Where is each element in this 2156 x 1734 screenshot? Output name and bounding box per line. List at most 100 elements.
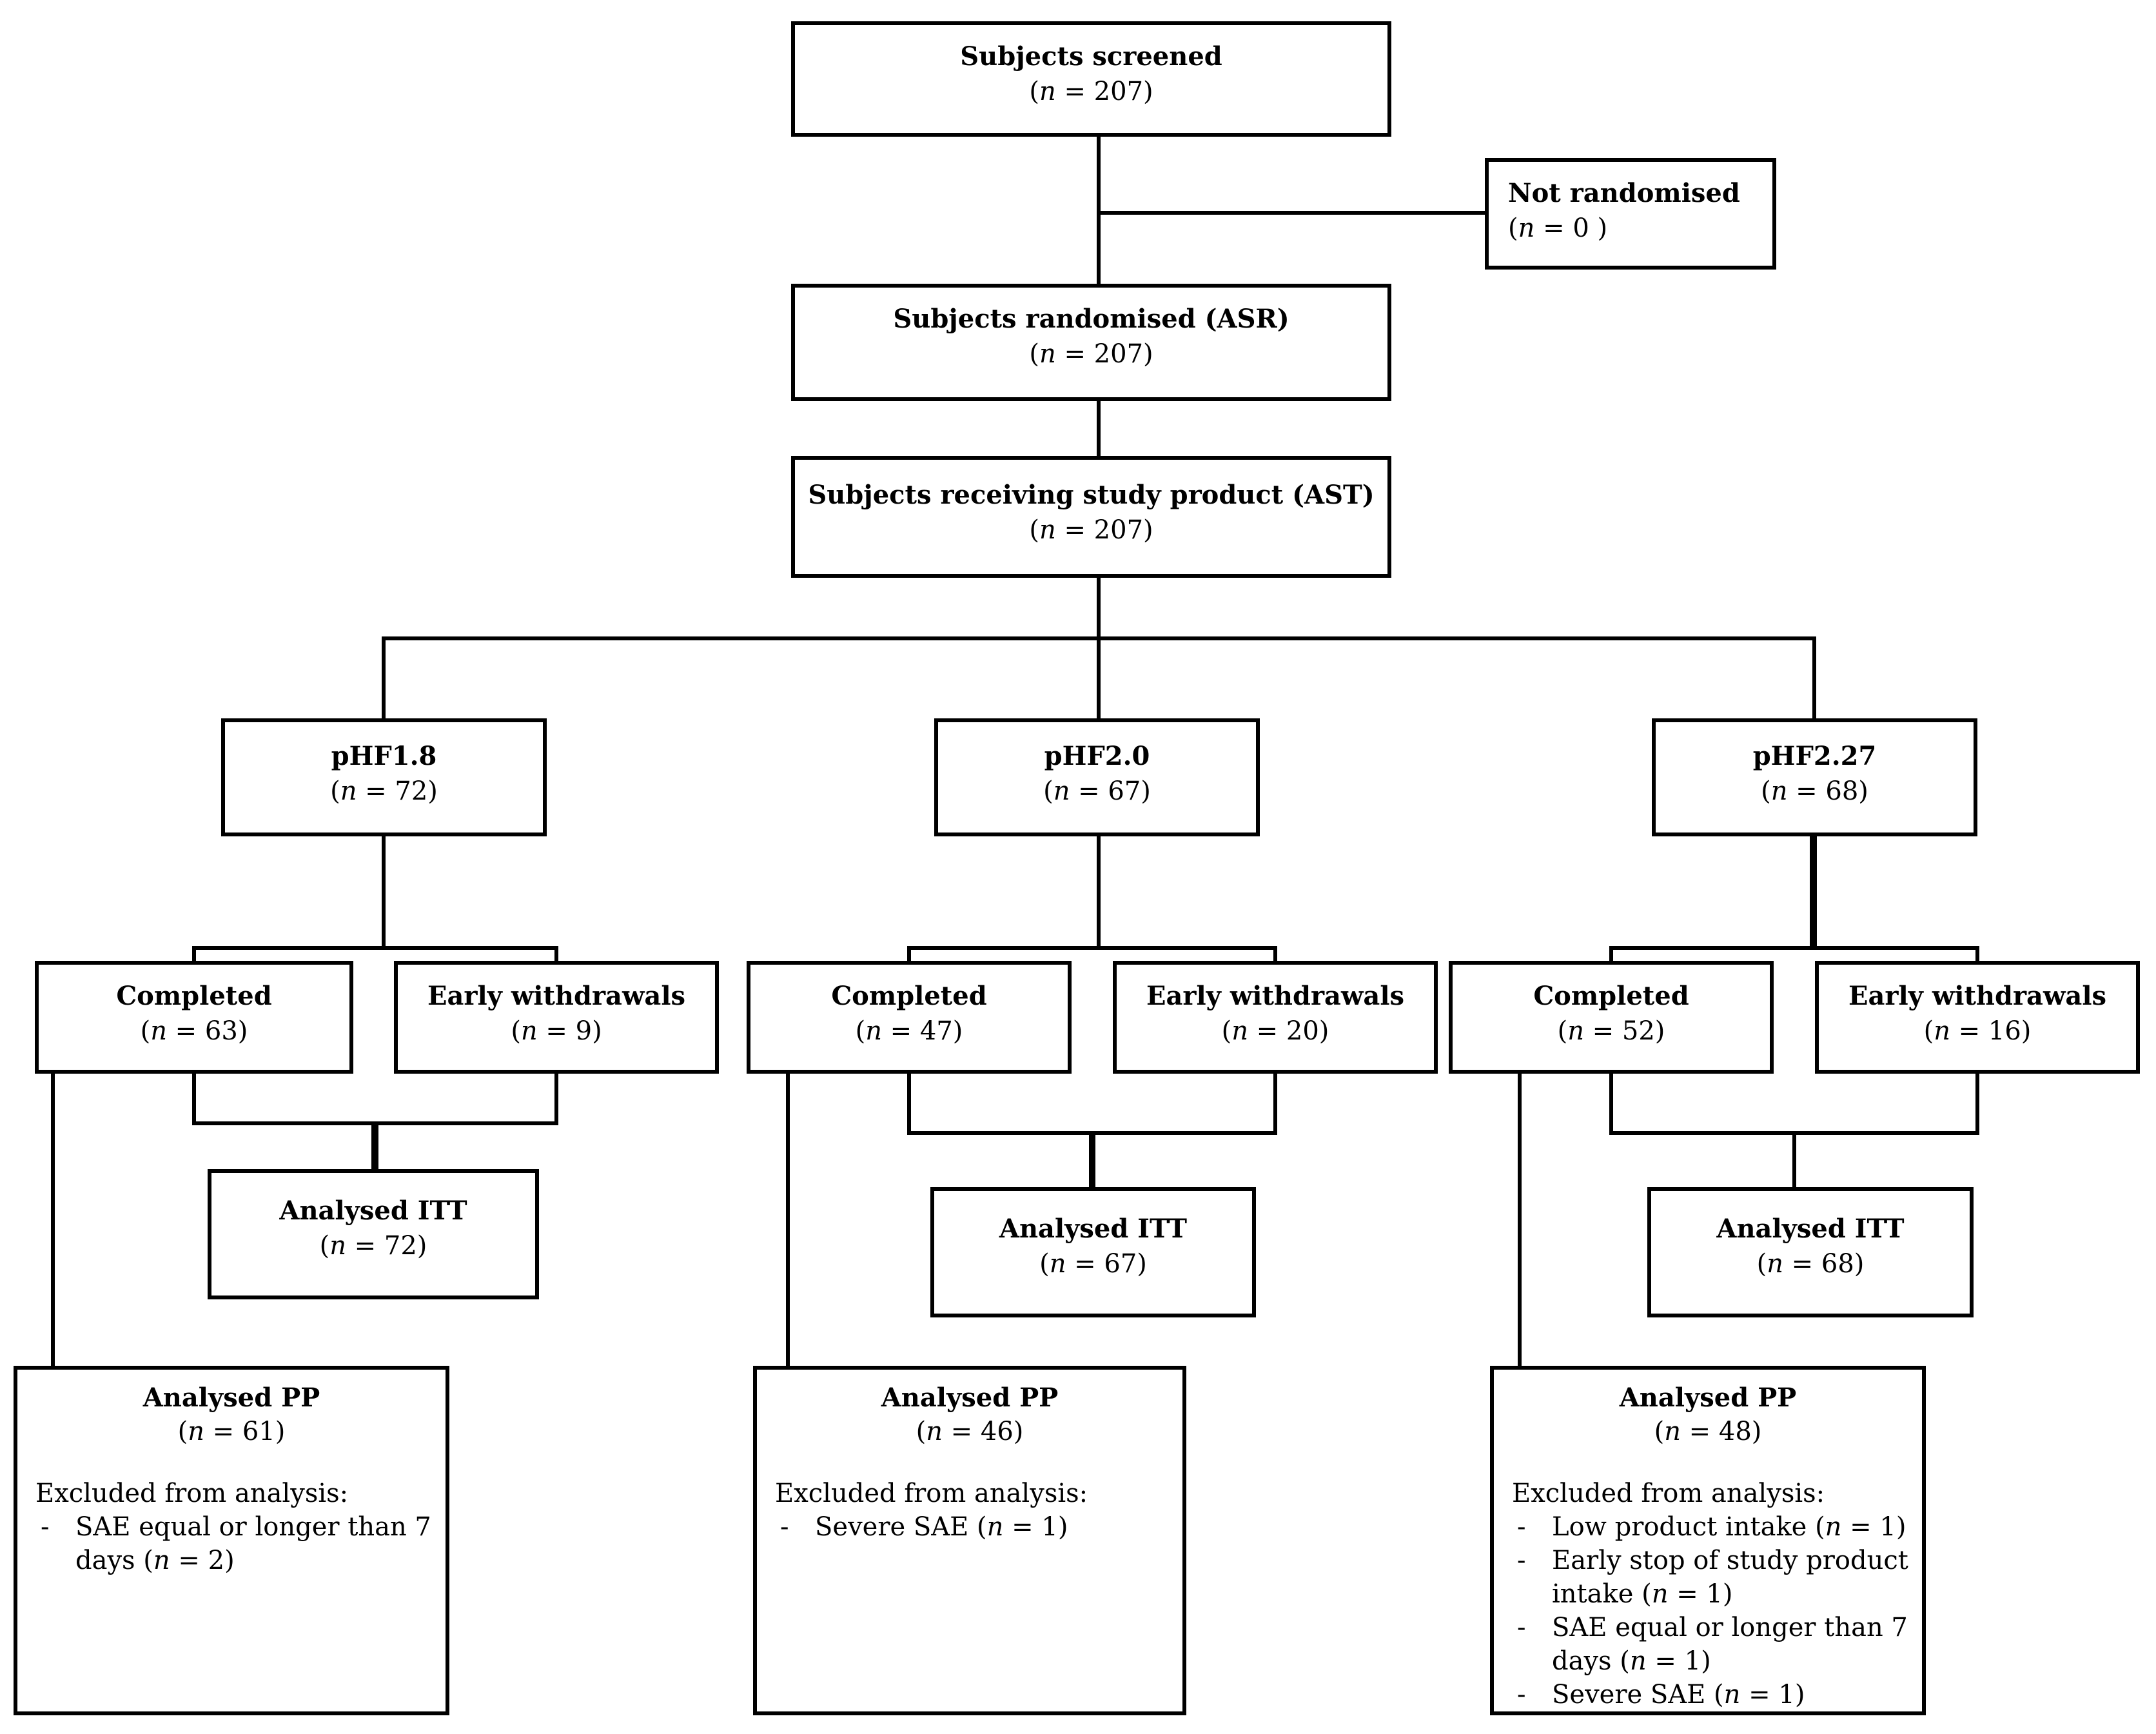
connector-line (1609, 948, 1613, 962)
arm3-early-box: Early withdrawals (n = 16) (1815, 961, 2140, 1074)
arm2-itt-n: (n = 67) (1039, 1249, 1147, 1279)
connector-line (1089, 1135, 1095, 1188)
connector-line (51, 1074, 55, 1366)
connector-line (192, 948, 196, 962)
arm-phf20-box: pHF2.0 (n = 67) (934, 718, 1260, 836)
arm3-itt-title: Analysed ITT (1716, 1214, 1905, 1244)
arm-phf18-box: pHF1.8 (n = 72) (221, 718, 547, 836)
arm-phf18-title: pHF1.8 (331, 741, 437, 771)
connector-line (1609, 946, 1979, 950)
arm1-pp-exclusions: SAE equal or longer than 7 days (n = 2) (17, 1510, 446, 1577)
connector-line (554, 948, 558, 962)
arm3-pp-title: Analysed PP (1619, 1383, 1797, 1413)
exclusion-item: SAE equal or longer than 7 days (n = 1) (1512, 1611, 1913, 1678)
arm-phf227-title: pHF2.27 (1752, 741, 1877, 771)
connector-line (1810, 836, 1817, 950)
arm2-pp-exclusions: Severe SAE (n = 1) (757, 1510, 1182, 1544)
connector-line (371, 1125, 378, 1170)
arm3-early-title: Early withdrawals (1848, 981, 2107, 1011)
arm1-early-title: Early withdrawals (427, 981, 686, 1011)
arm-phf18-n: (n = 72) (330, 776, 438, 806)
arm3-pp-excluded-label: Excluded from analysis: (1512, 1479, 1825, 1508)
arm2-pp-excluded-label: Excluded from analysis: (775, 1479, 1088, 1508)
arm2-early-title: Early withdrawals (1146, 981, 1405, 1011)
connector-line (1097, 836, 1101, 950)
arm3-pp-box: Analysed PP (n = 48) Excluded from analy… (1490, 1366, 1926, 1715)
connector-line (1097, 137, 1101, 284)
connector-line (1097, 401, 1101, 456)
connector-line (1097, 578, 1101, 638)
connector-line (192, 1074, 196, 1125)
arm1-pp-n: (n = 61) (177, 1417, 286, 1446)
connector-line (1609, 1074, 1613, 1135)
connector-line (1097, 211, 1485, 215)
arm-phf20-n: (n = 67) (1043, 776, 1151, 806)
subjects-receiving-n: (n = 207) (1029, 515, 1153, 545)
subjects-screened-n: (n = 207) (1029, 77, 1153, 106)
exclusion-item: Severe SAE (n = 1) (1512, 1678, 1913, 1711)
exclusion-item: Low product intake (n = 1) (1512, 1510, 1913, 1544)
arm3-pp-exclusions: Low product intake (n = 1)Early stop of … (1494, 1510, 1922, 1711)
arm3-itt-n: (n = 68) (1756, 1249, 1865, 1279)
arm1-itt-title: Analysed ITT (279, 1196, 467, 1226)
arm1-completed-n: (n = 63) (140, 1016, 248, 1046)
arm-phf20-title: pHF2.0 (1044, 741, 1150, 771)
connector-line (382, 836, 386, 950)
arm1-completed-title: Completed (116, 981, 272, 1011)
subjects-receiving-box: Subjects receiving study product (AST) (… (791, 456, 1391, 578)
arm3-completed-title: Completed (1533, 981, 1689, 1011)
connector-line (1975, 948, 1979, 962)
connector-line (786, 1074, 790, 1366)
connector-line (1975, 1074, 1979, 1135)
exclusion-item: SAE equal or longer than 7 days (n = 2) (35, 1510, 436, 1577)
connector-line (907, 1131, 1277, 1135)
arm1-early-n: (n = 9) (511, 1016, 602, 1046)
connector-line (1097, 638, 1101, 718)
arm1-early-box: Early withdrawals (n = 9) (394, 961, 719, 1074)
exclusion-item: Severe SAE (n = 1) (775, 1510, 1173, 1544)
connector-line (1518, 1074, 1522, 1366)
connector-line (192, 1121, 558, 1125)
arm2-itt-title: Analysed ITT (999, 1214, 1188, 1244)
connector-line (907, 948, 911, 962)
arm2-early-n: (n = 20) (1221, 1016, 1329, 1046)
arm2-pp-box: Analysed PP (n = 46) Excluded from analy… (753, 1366, 1186, 1715)
arm2-itt-box: Analysed ITT (n = 67) (930, 1187, 1256, 1317)
subjects-randomised-n: (n = 207) (1029, 339, 1153, 369)
arm1-itt-n: (n = 72) (319, 1231, 427, 1261)
not-randomised-box: Not randomised (n = 0 ) (1485, 158, 1776, 270)
arm3-completed-n: (n = 52) (1557, 1016, 1665, 1046)
arm1-pp-excluded-label: Excluded from analysis: (35, 1479, 349, 1508)
arm2-pp-title: Analysed PP (881, 1383, 1059, 1413)
subjects-randomised-box: Subjects randomised (ASR) (n = 207) (791, 284, 1391, 401)
connector-line (554, 1074, 558, 1125)
arm2-pp-n: (n = 46) (916, 1417, 1024, 1446)
connector-line (1273, 948, 1277, 962)
arm-phf227-n: (n = 68) (1761, 776, 1868, 806)
arm1-completed-box: Completed (n = 63) (35, 961, 353, 1074)
connector-line (907, 946, 1277, 950)
arm3-pp-n: (n = 48) (1654, 1417, 1762, 1446)
exclusion-item: Early stop of study product intake (n = … (1512, 1544, 1913, 1611)
not-randomised-title: Not randomised (1508, 178, 1740, 208)
connector-line (907, 1074, 911, 1135)
connector-line (1273, 1074, 1277, 1135)
not-randomised-n: (n = 0 ) (1508, 213, 1608, 243)
arm1-itt-box: Analysed ITT (n = 72) (208, 1169, 539, 1299)
connector-line (1812, 638, 1816, 718)
arm2-completed-box: Completed (n = 47) (747, 961, 1072, 1074)
arm1-pp-box: Analysed PP (n = 61) Excluded from analy… (14, 1366, 449, 1715)
subjects-receiving-title: Subjects receiving study product (AST) (808, 480, 1375, 510)
connector-line (192, 946, 558, 950)
connector-line (1609, 1131, 1979, 1135)
connector-line (382, 638, 386, 718)
arm1-pp-title: Analysed PP (142, 1383, 320, 1413)
connector-line (1792, 1135, 1796, 1188)
arm3-early-n: (n = 16) (1923, 1016, 2032, 1046)
subjects-screened-title: Subjects screened (960, 41, 1222, 72)
subjects-randomised-title: Subjects randomised (ASR) (893, 304, 1289, 334)
arm3-completed-box: Completed (n = 52) (1449, 961, 1774, 1074)
arm-phf227-box: pHF2.27 (n = 68) (1652, 718, 1977, 836)
arm2-early-box: Early withdrawals (n = 20) (1113, 961, 1438, 1074)
